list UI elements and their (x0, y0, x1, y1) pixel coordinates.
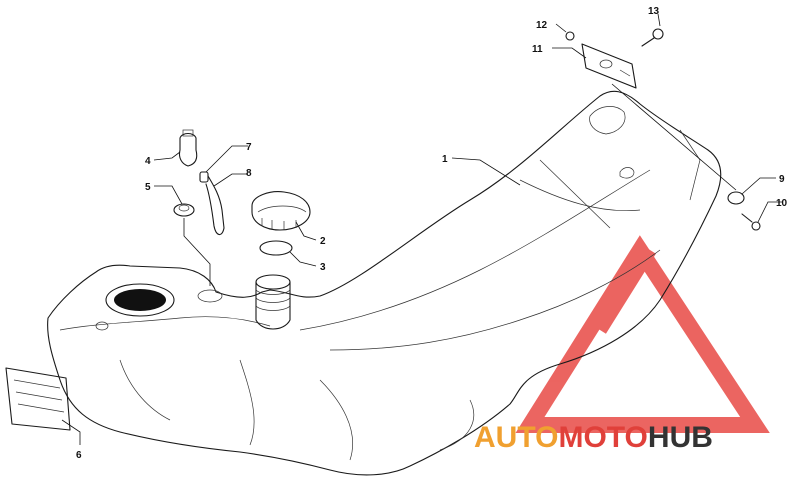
callout-13: 13 (648, 6, 660, 17)
watermark-text: AUTOMOTOHUB (474, 421, 713, 454)
washer (727, 191, 745, 205)
vent-hose (205, 175, 225, 236)
leader-lines (61, 13, 782, 445)
callout-10: 10 (776, 198, 788, 209)
hose-fitting (199, 171, 209, 183)
callout-4: 4 (145, 156, 151, 167)
fuel-tank-body (47, 90, 722, 476)
valve-assembly (178, 129, 198, 167)
callout-1: 1 (442, 154, 448, 165)
warning-label (5, 367, 71, 431)
callout-6: 6 (76, 450, 82, 461)
o-ring (259, 240, 293, 256)
grommet (173, 203, 195, 217)
watermark-auto: AUTO (474, 421, 558, 454)
filler-cap (251, 191, 311, 231)
callout-2: 2 (320, 236, 326, 247)
svg-text:AUTOMOTOHUB: AUTOMOTOHUB (474, 421, 713, 454)
watermark-logo-mark (515, 235, 770, 433)
watermark-hub: HUB (648, 421, 713, 454)
bolt-top (641, 28, 664, 47)
callout-11: 11 (532, 44, 543, 55)
bolt-side (741, 213, 761, 231)
callout-5: 5 (145, 182, 151, 193)
callout-3: 3 (320, 262, 326, 273)
nut (565, 31, 575, 41)
mounting-bracket (581, 43, 637, 89)
callout-8: 8 (246, 168, 252, 179)
callout-12: 12 (536, 20, 548, 31)
watermark-moto: MOTO (558, 421, 647, 454)
callout-9: 9 (779, 174, 785, 185)
callout-7: 7 (246, 142, 252, 153)
